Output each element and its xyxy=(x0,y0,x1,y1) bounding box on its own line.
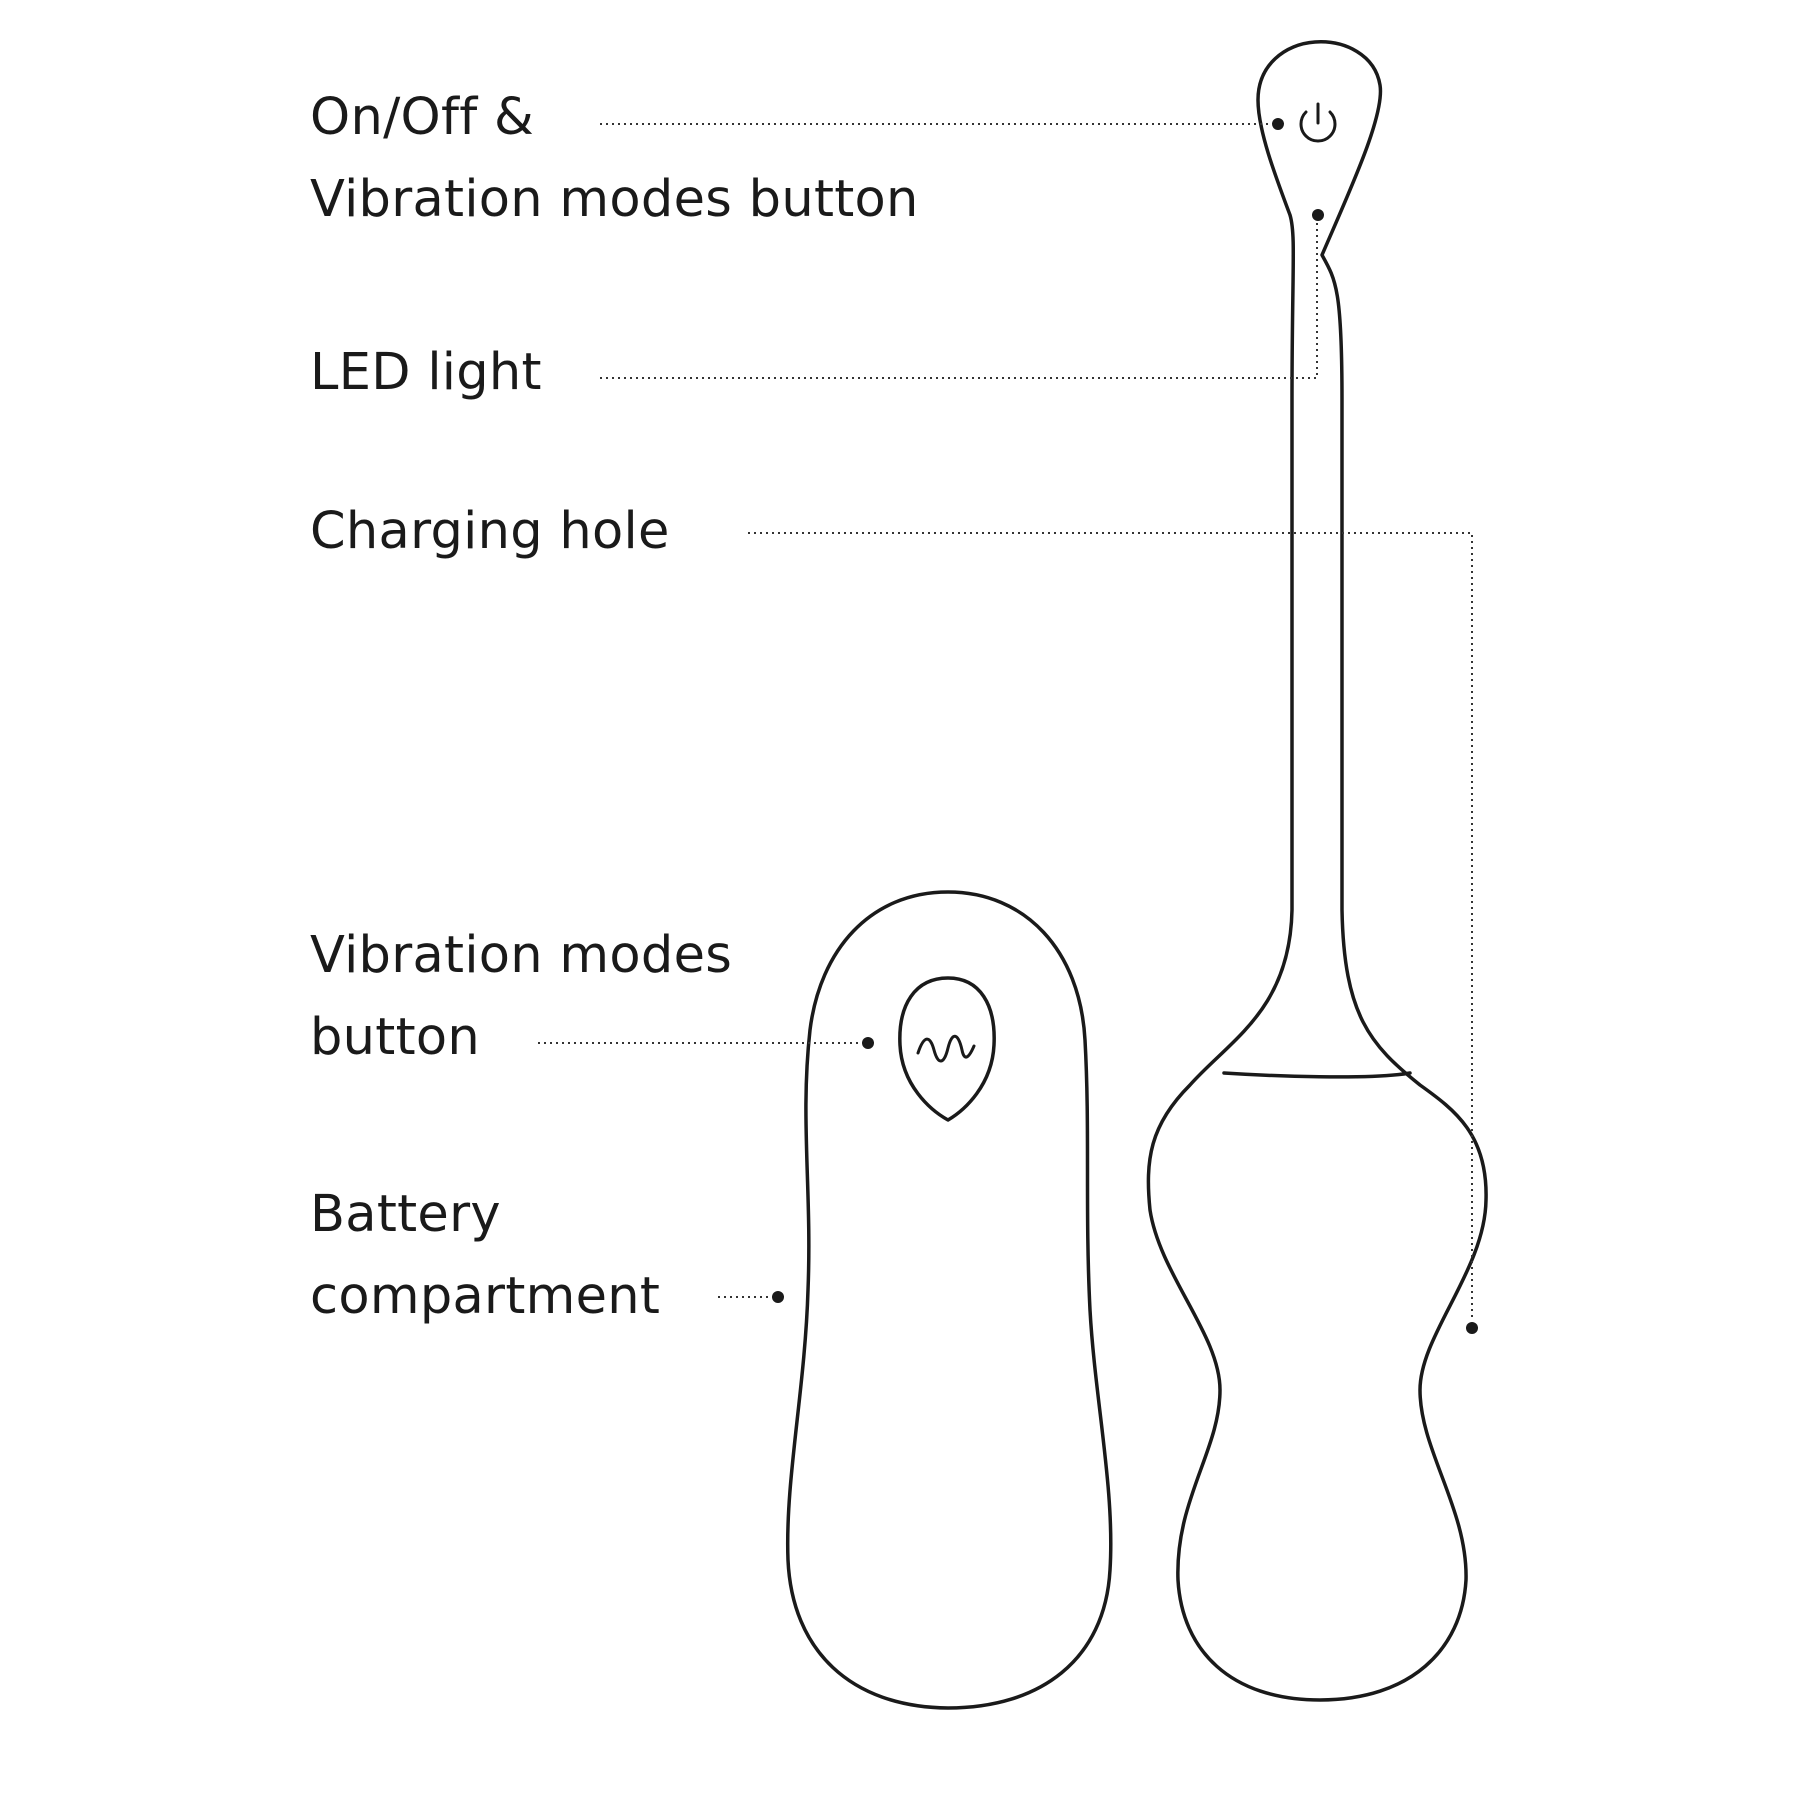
callout-battery-line-1: Battery xyxy=(310,1185,501,1244)
led-leader-line xyxy=(600,222,1318,379)
callout-charging-hole: Charging hole xyxy=(310,491,670,573)
callout-led-light: LED light xyxy=(310,332,542,414)
egg-seam-line xyxy=(1222,1071,1412,1079)
power-icon[interactable] xyxy=(1299,102,1337,143)
callout-vibration-button: Vibration modes button xyxy=(310,915,732,1079)
charge-leader-dot xyxy=(1466,1322,1478,1334)
callout-led-line-1: LED light xyxy=(310,343,542,402)
remote-control-outline xyxy=(785,890,1113,1710)
egg-device-outline xyxy=(1146,40,1488,1702)
charge-leader-line xyxy=(748,532,1473,1320)
wave-icon[interactable] xyxy=(916,1034,976,1063)
callout-power-line-1: On/Off & xyxy=(310,88,535,147)
callout-vib-line-1: Vibration modes xyxy=(310,926,733,985)
callout-charge-line-1: Charging hole xyxy=(310,502,670,561)
remote-vibration-button-outline xyxy=(898,976,996,1122)
callout-vib-line-2: button xyxy=(310,1008,481,1067)
led-indicator-dot xyxy=(1312,209,1324,221)
callout-power-line-2: Vibration modes button xyxy=(310,170,919,229)
battery-leader-dot xyxy=(772,1291,784,1303)
power-leader-dot xyxy=(1272,118,1284,130)
callout-battery-compartment: Battery compartment xyxy=(310,1174,660,1338)
callout-power-button: On/Off & Vibration modes button xyxy=(310,77,919,241)
callout-battery-line-2: compartment xyxy=(310,1267,661,1326)
vib-leader-dot xyxy=(862,1037,874,1049)
